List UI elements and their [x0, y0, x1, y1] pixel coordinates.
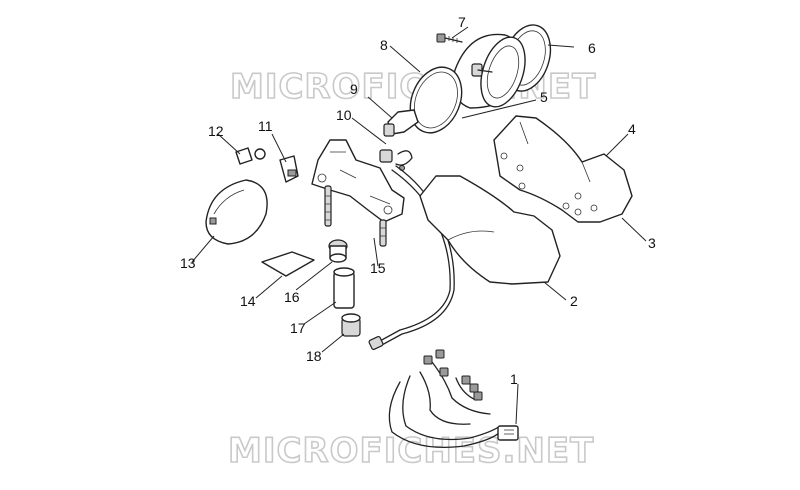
callout-13: 13 [180, 255, 196, 271]
part-speedometer-cable[interactable] [368, 165, 455, 351]
callout-8: 8 [380, 37, 388, 53]
callout-10: 10 [336, 107, 352, 123]
part-13-lamp-cover[interactable] [205, 179, 268, 245]
callout-1: 1 [510, 371, 518, 387]
part-15-mounting-bracket[interactable] [311, 139, 405, 247]
part-16-grommet[interactable] [328, 239, 348, 263]
part-8-gasket-ring[interactable] [401, 59, 471, 140]
callout-16: 16 [284, 289, 300, 305]
part-11-lamp-holder[interactable] [279, 155, 299, 183]
part-17-spacer-tube[interactable] [333, 267, 355, 309]
callout-2: 2 [570, 293, 578, 309]
callout-3: 3 [648, 235, 656, 251]
callout-5: 5 [540, 89, 548, 105]
leader-lines [191, 26, 647, 425]
callout-9: 9 [350, 81, 358, 97]
callout-11: 11 [258, 118, 273, 134]
part-18-bush[interactable] [341, 313, 361, 337]
callout-7: 7 [458, 14, 466, 30]
callout-numbers: 7 6 8 9 5 10 4 3 2 11 12 13 14 15 16 17 … [180, 14, 656, 387]
callout-17: 17 [290, 320, 306, 336]
part-9-angle-drive[interactable] [383, 109, 419, 137]
part-1-wiring-harness[interactable] [388, 349, 519, 449]
part-3-4-upper-cushion[interactable] [493, 115, 633, 223]
part-speedometer-body[interactable] [452, 32, 533, 113]
watermark-bottom: MICROFICHES.NET [228, 431, 594, 471]
callout-6: 6 [588, 40, 596, 56]
callout-18: 18 [306, 348, 322, 364]
part-12-bulb[interactable] [235, 147, 266, 165]
part-7-screw[interactable] [436, 33, 463, 43]
callout-4: 4 [628, 121, 636, 137]
callout-14: 14 [240, 293, 256, 309]
part-2-lower-cushion[interactable] [419, 175, 561, 285]
callout-15: 15 [370, 260, 386, 276]
part-14-rubber-pad[interactable] [261, 251, 315, 277]
callout-12: 12 [208, 123, 224, 139]
